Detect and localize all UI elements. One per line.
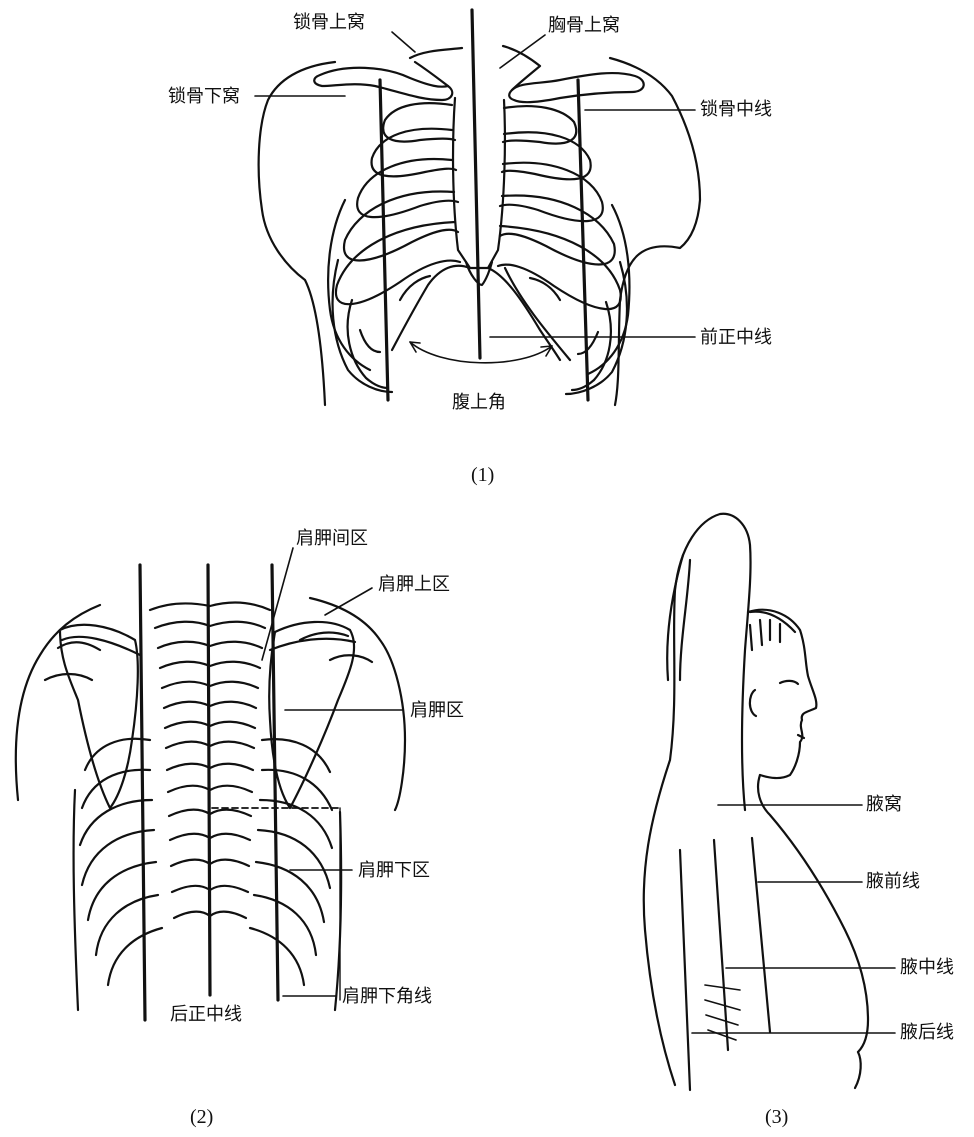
label-suprascapular-region: 肩胛上区 bbox=[378, 574, 450, 596]
scapula-spine-left bbox=[45, 637, 140, 680]
label-clavicle-lower-fossa: 锁骨下窝 bbox=[168, 86, 240, 108]
neck-chest-front bbox=[758, 775, 868, 1052]
ribs-right bbox=[498, 106, 629, 394]
label-mid-axillary-line: 腋中线 bbox=[900, 957, 954, 979]
label-axilla: 腋窝 bbox=[866, 794, 902, 816]
label-midclavicular-line: 锁骨中线 bbox=[700, 99, 772, 121]
back-outline-left bbox=[16, 605, 100, 800]
label-scapular-region: 肩胛区 bbox=[410, 700, 464, 722]
raised-arm bbox=[644, 514, 751, 1085]
label-sternal-upper-fossa: 胸骨上窝 bbox=[548, 15, 620, 37]
ribs-left bbox=[328, 103, 460, 392]
figure-1-anterior-chest bbox=[255, 10, 700, 405]
arm-inner-edge bbox=[680, 560, 690, 680]
figure-3-lateral-view bbox=[644, 514, 895, 1090]
label-anterior-axillary-line: 腋前线 bbox=[866, 871, 920, 893]
label-posterior-axillary-line: 腋后线 bbox=[900, 1022, 954, 1044]
caption-figure-1: (1) bbox=[471, 463, 494, 487]
scapula-right bbox=[269, 622, 354, 808]
scapula-left bbox=[60, 625, 138, 808]
caption-figure-2: (2) bbox=[190, 1105, 213, 1129]
back-outline-right bbox=[310, 598, 405, 810]
back-side-left bbox=[74, 790, 78, 1010]
label-clavicle-upper-fossa: 锁骨上窝 bbox=[293, 12, 365, 34]
caption-figure-3: (3) bbox=[765, 1105, 788, 1129]
label-scapular-line: 肩胛下角线 bbox=[342, 986, 432, 1008]
label-infrascapular-region: 肩胛下区 bbox=[358, 860, 430, 882]
posterior-axillary-line bbox=[680, 850, 690, 1090]
torso-outline-left bbox=[259, 62, 335, 405]
scapula-spine-right bbox=[270, 633, 372, 662]
label-posterior-midline: 后正中线 bbox=[170, 1004, 242, 1026]
figure-3-leaders bbox=[692, 805, 895, 1033]
rib-marks bbox=[705, 985, 740, 1040]
head bbox=[748, 610, 816, 778]
sternum bbox=[453, 98, 505, 268]
eye bbox=[780, 681, 798, 684]
label-anterior-midline: 前正中线 bbox=[700, 327, 772, 349]
label-interscapular-region: 肩胛间区 bbox=[296, 528, 368, 550]
figure-2-posterior-chest bbox=[16, 548, 405, 1020]
anterior-axillary-line bbox=[752, 838, 770, 1032]
abdomen bbox=[855, 1052, 861, 1088]
posterior-midline bbox=[208, 565, 210, 995]
ear bbox=[750, 690, 756, 716]
clavicle-right bbox=[509, 73, 643, 102]
label-epigastric-angle: 腹上角 bbox=[452, 392, 506, 414]
anterior-midline bbox=[472, 10, 480, 358]
scapular-line-left bbox=[140, 565, 145, 1020]
